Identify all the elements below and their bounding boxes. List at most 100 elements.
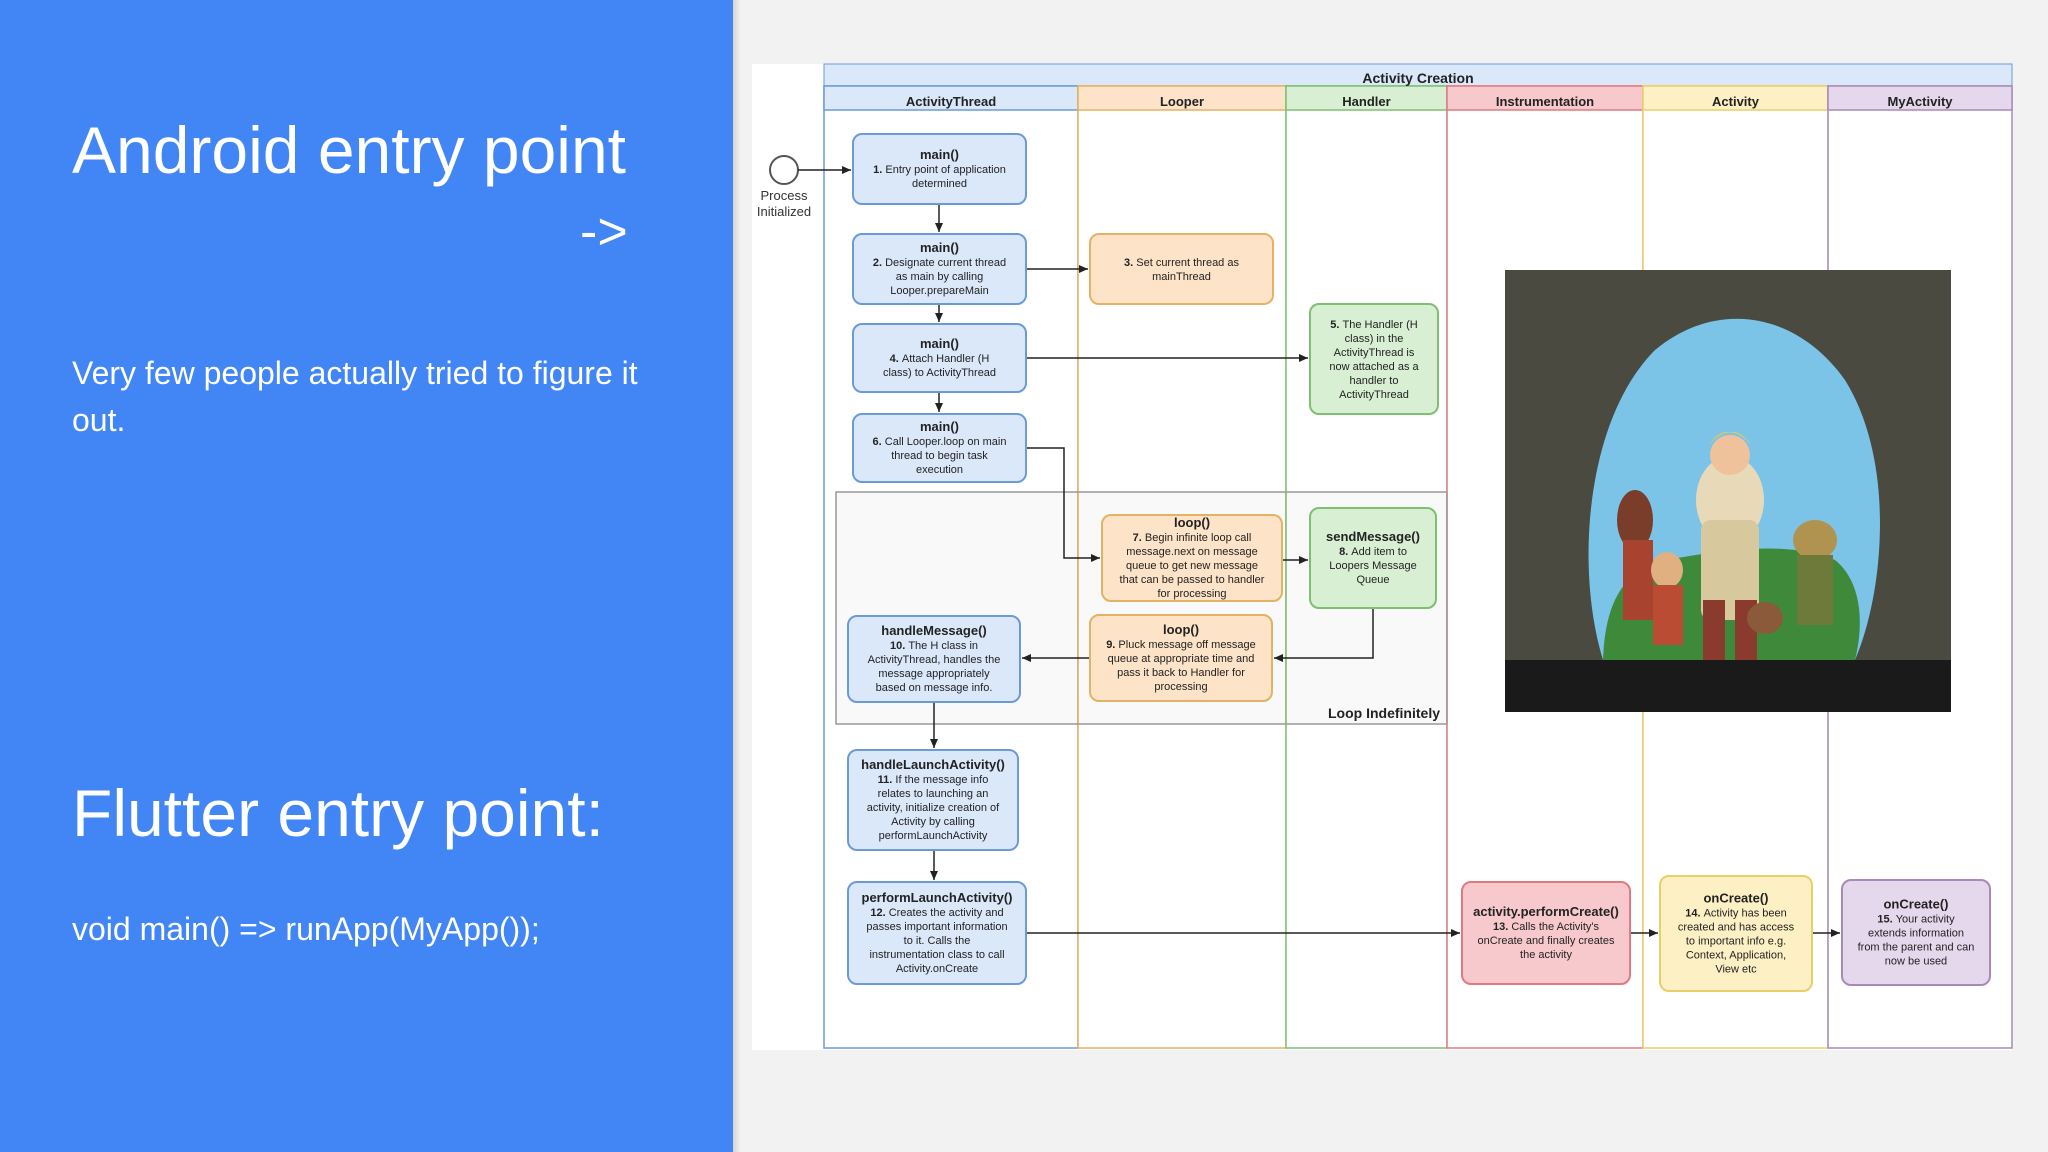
step-text: message appropriately	[878, 668, 990, 680]
step-text: 3. Set current thread as	[1124, 257, 1239, 269]
step-title: main()	[920, 147, 959, 162]
step-text: extends information	[1868, 928, 1964, 940]
step-text: the activity	[1520, 949, 1572, 961]
step-text: 15. Your activity	[1877, 914, 1955, 926]
step-13: activity.performCreate()13. Calls the Ac…	[1461, 881, 1631, 985]
step-title: onCreate()	[1703, 891, 1768, 906]
step-title: performLaunchActivity()	[862, 890, 1013, 905]
step-box	[852, 323, 1027, 393]
step-title: main()	[920, 419, 959, 434]
connectors	[798, 166, 1840, 937]
diagram-title: Activity Creation	[1362, 70, 1473, 86]
step-text: mainThread	[1152, 271, 1211, 283]
step-text: handler to	[1350, 375, 1399, 387]
flutter-code: void main() => runApp(MyApp());	[72, 911, 540, 947]
step-text: ActivityThread is	[1334, 347, 1415, 359]
start-label-2: Initialized	[757, 204, 811, 219]
step-text: Context, Application,	[1686, 950, 1786, 962]
step-1: main() 1. Entry point of application deter…	[852, 133, 1027, 205]
cartoon-cave-heroes-picture	[1505, 270, 1951, 712]
step-text: 8. Add item to	[1339, 546, 1407, 558]
step-text: instrumentation class to call	[869, 949, 1004, 961]
step-title: loop()	[1174, 515, 1210, 530]
step-6: main() 6. Call Looper.loop on main thread …	[852, 413, 1027, 483]
step-box	[1309, 303, 1439, 415]
step-text: determined	[912, 178, 967, 190]
step-text: relates to launching an	[878, 788, 989, 800]
step-text: now be used	[1885, 956, 1947, 968]
step-text: 4. Attach Handler (H	[890, 353, 990, 365]
step-box	[1461, 881, 1631, 985]
step-text: 7. Begin infinite loop call	[1133, 532, 1252, 544]
step-3: 3. Set current thread as mainThread	[1089, 233, 1274, 305]
step-box	[847, 881, 1027, 985]
android-body: Very few people actually tried to figure…	[72, 355, 638, 438]
lane-header-looper	[1077, 85, 1287, 111]
step-box	[1089, 233, 1274, 305]
step-title: loop()	[1163, 622, 1199, 637]
step-text: queue at appropriate time and	[1108, 653, 1255, 665]
step-text: 1. Entry point of application	[873, 164, 1006, 176]
lane-label-looper: Looper	[1160, 94, 1204, 109]
step-12: performLaunchActivity() 12. Creates the a…	[847, 881, 1027, 985]
step-box	[1089, 614, 1273, 702]
step-text: 6. Call Looper.loop on main	[873, 436, 1007, 448]
step-text: 13. Calls the Activity's	[1493, 921, 1600, 933]
lane-label-activitythread: ActivityThread	[906, 94, 996, 109]
step-box	[847, 749, 1019, 851]
step-title: sendMessage()	[1326, 529, 1420, 544]
step-title: main()	[920, 336, 959, 351]
step-text: thread to begin task	[891, 450, 988, 462]
step-title: main()	[920, 240, 959, 255]
step-9: loop()9. Pluck message off messagequeue …	[1089, 614, 1273, 702]
lane-header-instrumentation	[1446, 85, 1644, 111]
step-title: onCreate()	[1883, 897, 1948, 912]
step-text: for processing	[1157, 588, 1226, 600]
step-box	[1101, 514, 1283, 602]
step-text: 5. The Handler (H	[1330, 319, 1417, 331]
step-text: performLaunchActivity	[879, 830, 988, 842]
step-text: Loopers Message	[1329, 560, 1416, 572]
start-label-1: Process	[761, 188, 808, 203]
lane-header-handler	[1285, 85, 1448, 111]
lane-header-activitythread	[823, 85, 1079, 111]
panel-shadow	[733, 0, 741, 1152]
start-node	[769, 155, 799, 185]
step-text: Queue	[1356, 574, 1389, 586]
step-text: Activity by calling	[891, 816, 975, 828]
step-text: Looper.prepareMain	[890, 285, 988, 297]
step-text: now attached as a	[1329, 361, 1419, 373]
edge-6-7	[1026, 447, 1100, 562]
loop-label: Loop Indefinitely	[1328, 705, 1440, 721]
step-text: 14. Activity has been	[1685, 908, 1787, 920]
step-text: execution	[916, 464, 963, 476]
step-8: sendMessage() 8. Add item to Loopers Messa…	[1309, 507, 1437, 609]
step-text: from the parent and can	[1858, 942, 1975, 954]
step-text: queue to get new message	[1126, 560, 1258, 572]
step-7: loop() 7. Begin infinite loop call message…	[1101, 514, 1283, 602]
step-text: message.next on message	[1126, 546, 1257, 558]
step-text: Activity.onCreate	[896, 963, 978, 975]
step-text: 10. The H class in	[890, 640, 978, 652]
lane-label-activity: Activity	[1712, 94, 1760, 109]
step-box	[847, 615, 1021, 703]
lane-label-myactivity: MyActivity	[1887, 94, 1953, 109]
step-box	[852, 133, 1027, 205]
step-text: to important info e.g.	[1686, 936, 1786, 948]
step-box	[1841, 879, 1991, 986]
lane-label-instrumentation: Instrumentation	[1496, 94, 1594, 109]
step-text: pass it back to Handler for	[1117, 667, 1245, 679]
step-text: activity, initialize creation of	[867, 802, 1000, 814]
step-text: 12. Creates the activity and	[870, 907, 1003, 919]
lane-label-handler: Handler	[1342, 94, 1390, 109]
step-text: processing	[1154, 681, 1207, 693]
step-box	[852, 233, 1027, 305]
step-box	[1309, 507, 1437, 609]
loop-region	[835, 491, 1448, 725]
step-text: ActivityThread, handles the	[868, 654, 1001, 666]
step-text: class) to ActivityThread	[883, 367, 996, 379]
